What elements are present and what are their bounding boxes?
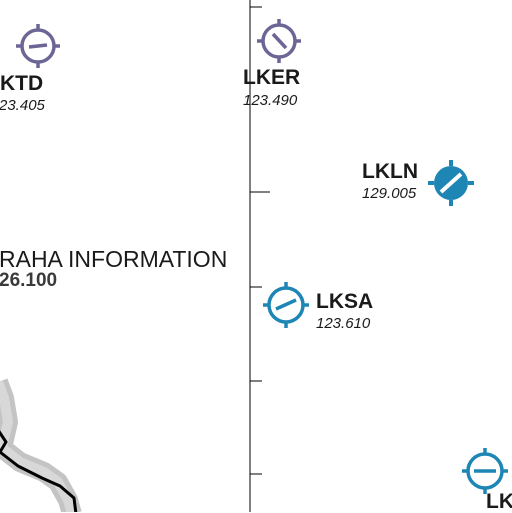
fir-name: RAHA INFORMATION xyxy=(0,246,228,272)
airfield-freq-lktd: 23.405 xyxy=(0,97,45,114)
fir-frequency: 26.100 xyxy=(0,270,58,291)
airfield-code-lktd: KTD xyxy=(0,72,44,95)
airfield-freq-lkln: 129.005 xyxy=(362,185,417,202)
airfield-symbol-icon[interactable] xyxy=(16,24,60,68)
country-border xyxy=(0,378,82,512)
airfield-freq-lksa: 123.610 xyxy=(316,315,371,332)
airfield-symbol-icon[interactable] xyxy=(263,282,309,328)
meridian-line xyxy=(249,0,270,512)
airfield-code-partial: LK xyxy=(486,490,512,513)
airfield-code-lkln: LKLN xyxy=(362,160,418,183)
airfield-code-lksa: LKSA xyxy=(316,290,374,313)
airfield-symbol-icon[interactable] xyxy=(257,19,301,63)
airfield-freq-lker: 123.490 xyxy=(243,92,298,109)
airfield-symbol-icon[interactable] xyxy=(428,160,474,206)
airfield-code-lker: LKER xyxy=(243,66,301,89)
airfield-symbol-icon[interactable] xyxy=(462,448,508,494)
